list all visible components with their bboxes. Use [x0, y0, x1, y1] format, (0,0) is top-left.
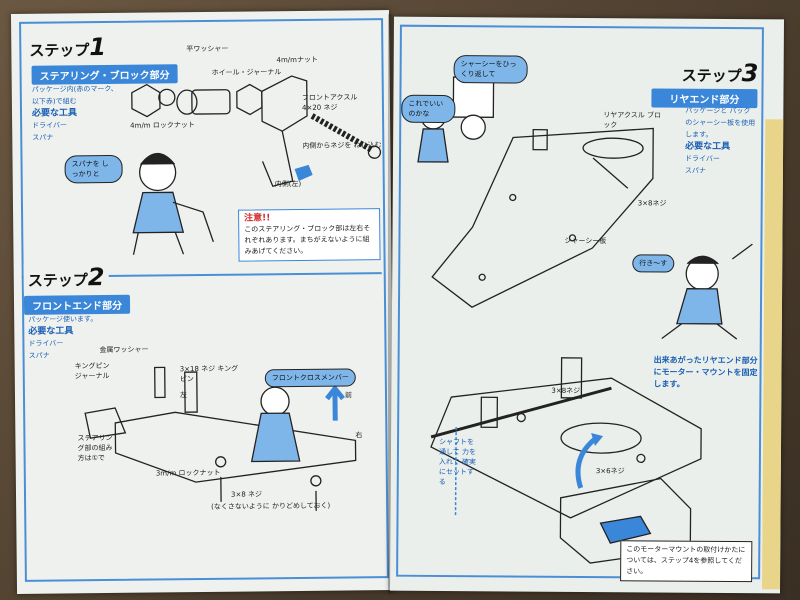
boy-running-illustration — [661, 243, 753, 340]
label-nut: 4m/mナット — [276, 55, 318, 65]
label-screw-3x8-b: 3×8ネジ — [551, 386, 581, 395]
step3-tools: パッケージと パックのシャーシー板を使用します。 必要な工具 ドライバー スパナ — [685, 105, 756, 177]
label-wheel-journal: ホイール・ジャーナル — [211, 68, 282, 77]
rear-axle-shaft — [430, 386, 612, 439]
label-screw-3x8: 3×8 ネジ — [230, 490, 263, 499]
step3-label: ステップ — [681, 66, 742, 86]
step1-tools: パッケージ内(赤のマーク、以下赤)で組む 必要な工具 ドライバー スパナ — [32, 83, 123, 144]
label-inside-note: 内側からネジを ねじ込む — [302, 141, 382, 150]
step3-tool-screwdriver: ドライバー — [684, 154, 720, 163]
label-locknut-3mm: 3m/m ロックナット — [155, 468, 221, 478]
steering-block-illustration — [131, 75, 382, 188]
step2-tools-intro: パッケージ使います。 — [28, 315, 98, 324]
label-screw-3x18: 3×18 ネジ キングピン — [179, 364, 239, 384]
caution-note: 注意!! このステアリング・ブロック部は左右それぞれあります。まちがえないように… — [238, 208, 381, 262]
locknut-part — [131, 83, 161, 118]
step2-section-bar: フロントエンド部分 — [23, 294, 131, 315]
step3-number: 3 — [741, 59, 759, 88]
step1-tools-title: 必要な工具 — [31, 108, 78, 119]
label-side-note: ステアリング部の組み方は①で — [77, 433, 113, 463]
left-page: ステップ1 ステアリング・ブロック部分 パッケージ内(赤のマーク、以下赤)で組む… — [10, 10, 396, 594]
chassis-plate-illustration — [431, 127, 654, 308]
step2-number: 2 — [87, 263, 105, 292]
label-shaft-note: シャフトを通して 力を入れて 確実にセットする — [438, 437, 477, 487]
step3-speech-bubble-top: シャーシーをひっくり返して — [453, 55, 528, 84]
step1-number: 1 — [89, 33, 107, 62]
step3-tool-spanner: スパナ — [684, 166, 706, 175]
label-locknut: 4m/m ロックナット — [130, 121, 195, 130]
label-right: 右 — [355, 431, 363, 440]
step2-speech-bubble: フロントクロスメンバー — [264, 368, 356, 388]
step1-title: ステップ1 — [29, 33, 106, 62]
label-washer: 平ワッシャー — [186, 44, 229, 54]
label-screw-3x8-a: 3×8ネジ — [637, 199, 667, 208]
step1-tools-intro: パッケージ内(赤のマーク、以下赤)で組む — [31, 84, 118, 106]
step1-speech-bubble: スパナを しっかりと — [64, 154, 123, 184]
step3-speech-bubble-left: これでいいのかな — [401, 94, 456, 124]
motor-mount-footer-note: このモーターマウントの取付けかたについては、ステップ4を参照してください。 — [620, 540, 753, 583]
label-kingpin-journal: キングピン ジャーナル — [74, 361, 110, 381]
label-front-axle: フロントアクスル 4×20 ネジ — [301, 93, 358, 112]
right-page: ステップ3 リヤエンド部分 パッケージと パックのシャーシー板を使用します。 必… — [390, 16, 784, 594]
next-page-edge — [762, 119, 784, 590]
step2-tools-title: 必要な工具 — [28, 326, 74, 337]
chassis-plate — [431, 127, 654, 308]
step3-tools-intro: パッケージと パックのシャーシー板を使用します。 — [685, 106, 756, 139]
step2-label: ステップ — [27, 271, 88, 290]
label-metal-washer: 金属ワッシャー — [99, 345, 149, 355]
step1-label: ステップ — [29, 41, 90, 60]
motor-mount-illustration — [430, 357, 702, 564]
step2-title: ステップ2 — [23, 262, 109, 292]
step1-tool-screwdriver: ドライバー — [32, 121, 68, 130]
step3-tools-title: 必要な工具 — [685, 141, 731, 152]
front-cross-member — [114, 411, 357, 483]
step1-tool-spanner: スパナ — [32, 133, 54, 142]
label-front: 前 — [344, 391, 353, 400]
label-chassis-plate: シャーシー板 — [564, 236, 607, 246]
step3-speech-bubble-right: 行き〜す — [632, 254, 675, 273]
label-rear-axle-block: リヤアクスル ブロック — [603, 111, 662, 130]
caution-body: このステアリング・ブロック部は左右それぞれあります。まちがえないように組みあげて… — [244, 224, 371, 256]
rear-chassis-section — [430, 377, 702, 519]
label-inside-left: 内側(左) — [274, 179, 302, 189]
label-screw-note: (なくさないように かりどめしておく) — [211, 501, 331, 511]
label-left: 左 — [179, 391, 188, 400]
front-axle-screw — [310, 113, 374, 153]
boy-with-spanner-illustration — [132, 152, 214, 255]
step3-title: ステップ3 — [681, 59, 759, 88]
label-screw-3x6: 3×6ネジ — [595, 467, 625, 476]
front-end-illustration — [84, 366, 357, 511]
